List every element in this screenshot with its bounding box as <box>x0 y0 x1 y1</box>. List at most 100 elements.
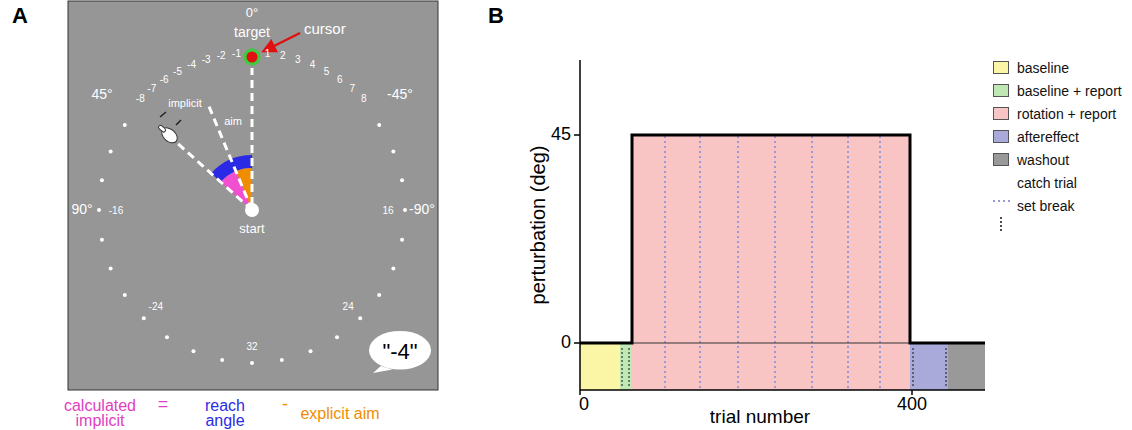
angle-label: -45° <box>387 87 413 102</box>
target-line <box>251 68 254 205</box>
legend-swatch <box>993 130 1009 143</box>
legend-label: baseline <box>1017 60 1069 76</box>
dial-number: 5 <box>324 65 330 76</box>
reach-line <box>176 142 252 210</box>
task-screen <box>68 1 438 390</box>
dial-number: -5 <box>173 65 182 76</box>
dial-number: 24 <box>343 301 354 312</box>
dial-dot <box>377 293 381 297</box>
angle-label: 0° <box>246 6 258 20</box>
dial-dot <box>97 208 101 212</box>
dial-number: -16 <box>109 205 123 216</box>
start-dot <box>245 203 259 217</box>
aim-label: aim <box>224 115 242 127</box>
dial-dot <box>377 123 381 127</box>
angle-label: 45° <box>91 87 112 102</box>
target-cursor <box>245 50 259 64</box>
legend-swatch <box>993 84 1009 97</box>
catch-trial-line <box>664 136 666 390</box>
dial-dot <box>391 267 395 271</box>
dial-number: -7 <box>147 82 156 93</box>
dial-dot <box>123 293 127 297</box>
dial-dot <box>400 238 404 242</box>
spoken-report: "-4" <box>368 330 432 365</box>
legend-label: aftereffect <box>1017 129 1079 145</box>
perturbation-line <box>580 135 985 343</box>
angle-label: 90° <box>71 202 92 217</box>
dial-dot <box>309 349 313 353</box>
dial-number: 8 <box>361 93 367 104</box>
dial-dot <box>280 358 284 362</box>
dial-number: 32 <box>246 341 257 352</box>
legend-label: washout <box>1017 152 1069 168</box>
catch-trial-line <box>774 136 776 390</box>
angle-label: -90° <box>409 202 435 217</box>
aftereffect-region <box>910 343 948 390</box>
dial-number: 2 <box>280 50 286 61</box>
dial-dot <box>358 316 362 320</box>
dial-number: 7 <box>349 82 355 93</box>
implicit-bracket <box>160 112 181 125</box>
set-break-sample <box>1000 217 1002 231</box>
catch-trial-line <box>879 136 881 390</box>
panel-letter: A <box>12 4 28 28</box>
dial-number: -2 <box>217 50 226 61</box>
operator: = <box>158 395 169 415</box>
implicit-label: implicit <box>168 97 202 109</box>
dial-dot <box>142 316 146 320</box>
tick-label: 0 <box>579 395 589 415</box>
y-tick <box>574 342 580 344</box>
dial-number: -4 <box>187 59 196 70</box>
x-axis <box>580 389 985 391</box>
aim-line <box>208 104 252 210</box>
dial-number: -24 <box>149 301 163 312</box>
dial-number: -6 <box>160 73 169 84</box>
start-label: start <box>239 222 264 236</box>
baseline-report-region <box>620 343 632 390</box>
dial-number: 1 <box>265 47 271 58</box>
legend-swatch <box>993 61 1009 74</box>
dial-number: -3 <box>202 53 211 64</box>
catch-trial-line <box>737 136 739 390</box>
dial-dot <box>123 123 127 127</box>
legend-label: baseline + report <box>1017 83 1122 99</box>
rotation-region <box>632 135 910 390</box>
legend-label: catch trial <box>1017 175 1077 191</box>
dial-number: -8 <box>136 93 145 104</box>
legend-term: explicit aim <box>300 406 380 421</box>
dial-dot <box>250 361 254 365</box>
speech-bubble: "-4" <box>368 330 432 374</box>
legend-term: reach angle <box>190 398 260 428</box>
dial-dot <box>100 238 104 242</box>
axis-title: perturbation (deg) <box>527 146 549 305</box>
catch-trials <box>665 136 880 390</box>
tick-label: 0 <box>561 333 571 353</box>
washout-region <box>948 343 985 390</box>
dial-dot <box>109 267 113 271</box>
legend-label: rotation + report <box>1017 106 1116 122</box>
axis-title: trial number <box>710 407 810 428</box>
legend-swatch <box>993 153 1009 166</box>
y-tick <box>574 134 580 136</box>
dial-number: 6 <box>337 73 343 84</box>
set-breaks <box>622 348 946 388</box>
baseline-region <box>580 343 620 390</box>
catch-trial-sample <box>993 200 1010 202</box>
legend-label: set break <box>1017 198 1075 214</box>
panel-letter: B <box>488 4 504 28</box>
operator: - <box>282 395 288 415</box>
dial-dot <box>403 208 407 212</box>
target-label: target <box>234 25 270 40</box>
dial-dot <box>165 335 169 339</box>
dial-number: 3 <box>295 53 301 64</box>
dial-number: -1 <box>232 47 241 58</box>
dial-dot <box>191 349 195 353</box>
dial-dot <box>100 178 104 182</box>
dial-number: 4 <box>310 59 316 70</box>
dial-dot <box>109 149 113 153</box>
catch-trial-line <box>699 136 701 390</box>
dial-dot <box>220 358 224 362</box>
tick-label: 400 <box>897 395 927 415</box>
y-axis <box>579 60 581 390</box>
zero-line <box>632 343 910 344</box>
